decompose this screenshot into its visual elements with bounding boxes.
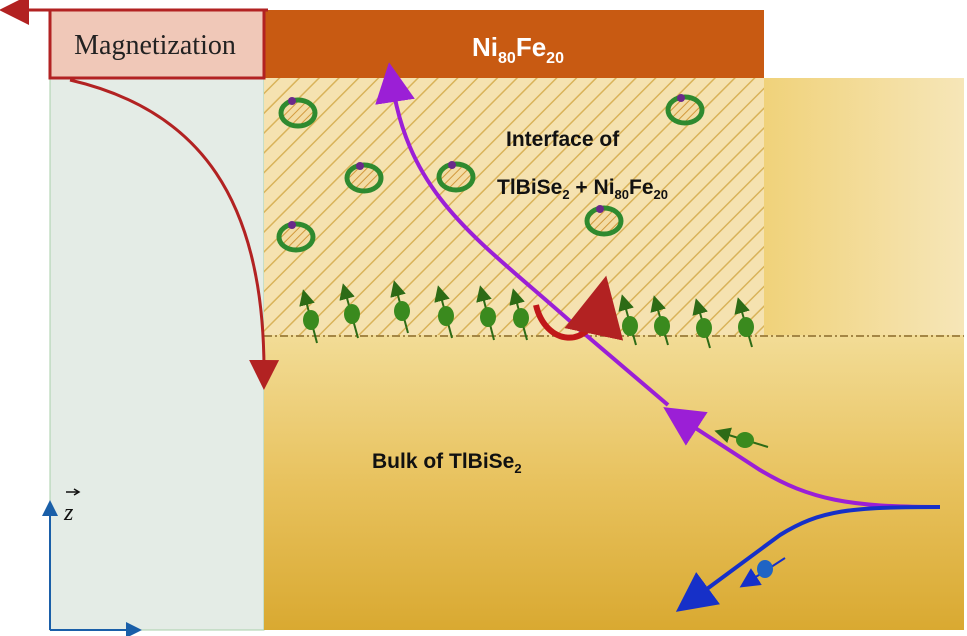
orbit <box>665 94 705 126</box>
spin-electron <box>299 289 319 344</box>
spin-electron <box>339 283 360 339</box>
interface-label-line2: TlBiSe2 + Ni80Fe20 <box>497 176 668 202</box>
interface-label-line1: Interface of <box>506 128 620 151</box>
interface-orbits <box>276 94 705 253</box>
interface-fe: Fe <box>629 176 654 199</box>
bulk-label: Bulk of TlBiSe2 <box>372 450 522 476</box>
spin-electron <box>650 295 670 346</box>
interface-sub2: 80 <box>615 187 629 202</box>
nife-sub1: 80 <box>498 50 516 67</box>
spin-electron <box>734 297 754 348</box>
orbit <box>584 205 624 237</box>
interface-sub: 2 <box>562 187 569 202</box>
upper-right-region <box>764 78 964 335</box>
interface-plus: + Ni <box>570 176 615 199</box>
bulk-green-electron <box>714 427 769 448</box>
orbit <box>436 161 476 193</box>
spin-electron <box>434 285 454 339</box>
blue-trajectory <box>675 505 941 612</box>
spin-electron <box>692 298 712 349</box>
nife-mid: Fe <box>516 32 546 62</box>
z-axis-label: z <box>63 500 74 526</box>
bulk-blue-electron <box>739 557 786 588</box>
purple-trajectory-upper <box>375 62 670 407</box>
bulk-sub: 2 <box>514 461 521 476</box>
interface-spin-row <box>299 280 754 349</box>
spin-electron <box>390 280 410 334</box>
magnetization-box <box>48 8 266 80</box>
bulk-compound: Bulk of TlBiSe <box>372 450 514 473</box>
nife-layer-bar <box>264 10 764 78</box>
bulk-region <box>264 335 964 630</box>
interface-compound: TlBiSe <box>497 176 562 199</box>
spin-electron <box>509 288 529 341</box>
spin-flip-curl <box>533 275 624 341</box>
nife-base: Ni <box>472 32 498 62</box>
orbit <box>344 162 384 194</box>
interface-sub3: 20 <box>654 187 668 202</box>
orbit <box>278 97 318 129</box>
nife-sub2: 20 <box>546 50 564 67</box>
magnetization-label: Magnetization <box>74 30 236 61</box>
spin-electron <box>618 294 638 346</box>
magnetization-decay-curve <box>69 78 280 390</box>
magnetization-panel <box>49 77 265 631</box>
spin-electron <box>476 285 496 341</box>
orbit <box>276 221 316 253</box>
nife-layer-label: Ni80Fe20 <box>472 32 564 67</box>
z-axis-vector-head <box>73 488 81 496</box>
